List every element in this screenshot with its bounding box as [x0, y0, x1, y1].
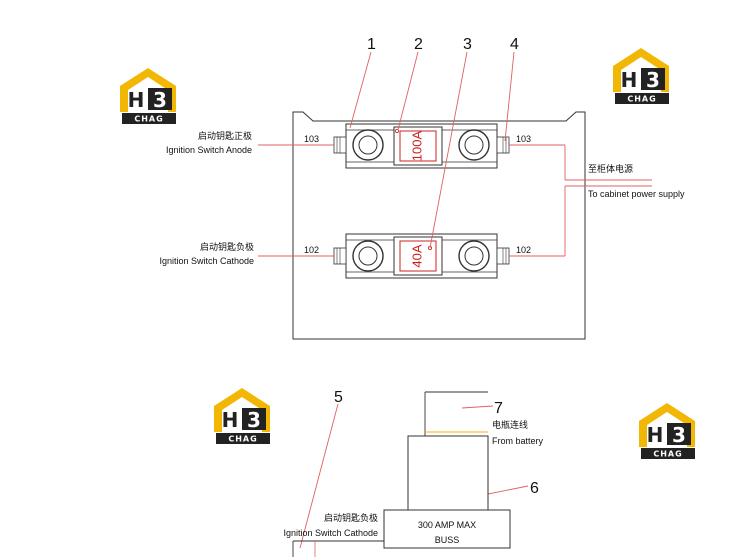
label-battery-cn: 电瓶连线 [492, 419, 528, 430]
logo-letter-3: 3 [672, 423, 686, 447]
callout-number: 5 [334, 389, 343, 406]
callout-number: 2 [414, 36, 423, 53]
wire-number: 102 [304, 245, 319, 255]
logo-wordmark: CHAG [228, 435, 257, 444]
fuse-holder-top: 100A [333, 123, 510, 169]
cathode-wire [292, 540, 384, 557]
logo-letter-3: 3 [153, 88, 167, 112]
logo-house-icon [613, 48, 669, 92]
label-battery-en: From battery [492, 436, 544, 446]
logo-wordmark-bar [641, 448, 695, 459]
callout-number: 6 [530, 480, 539, 497]
label-cabinet-cn: 至柜体电源 [588, 163, 633, 174]
logo-block [667, 423, 691, 445]
buss-label: BUSS [435, 535, 460, 545]
logo-letter-h: H [621, 68, 638, 92]
logo-wordmark-bar [216, 433, 270, 444]
label-cabinet-en: To cabinet power supply [588, 189, 685, 199]
label-cathode2-cn: 启动钥匙负极 [324, 512, 378, 523]
fuse-rating-bottom: 40A [409, 244, 424, 267]
wire-number: 103 [304, 134, 319, 144]
label-anode-en: Ignition Switch Anode [166, 145, 252, 155]
logo-letter-h: H [128, 88, 145, 112]
logo-house-icon [639, 403, 695, 447]
buss-block [383, 509, 511, 549]
logo-letter-3: 3 [646, 68, 660, 92]
callout-number: 3 [463, 36, 472, 53]
relay-body [407, 435, 489, 511]
callout-number: 7 [494, 400, 503, 417]
buss-rating: 300 AMP MAX [418, 520, 476, 530]
logo-house-icon [120, 68, 176, 112]
logo-letter-3: 3 [247, 408, 261, 432]
logo-wordmark: CHAG [627, 95, 656, 104]
battery-cable [424, 391, 488, 436]
wires [258, 51, 652, 549]
logo-wordmark: CHAG [653, 450, 682, 459]
logo-letter-h: H [222, 408, 239, 432]
label-cathode-cn: 启动钥匙负极 [200, 241, 254, 252]
callout-number: 1 [367, 36, 376, 53]
logo-wordmark-bar [122, 113, 176, 124]
callout-number: 4 [510, 36, 519, 53]
logo-block [148, 88, 172, 110]
fuse-panel-outline [292, 111, 586, 340]
logo-block [242, 408, 266, 430]
wire-number: 103 [516, 134, 531, 144]
logo-house-icon [214, 388, 270, 432]
wire-number: 102 [516, 245, 531, 255]
fuse-rating-top: 100A [409, 130, 424, 161]
logo-letter-h: H [647, 423, 664, 447]
label-cathode2-en: Ignition Switch Cathode [283, 528, 378, 538]
logo-wordmark-bar [615, 93, 669, 104]
logo-wordmark: CHAG [134, 115, 163, 124]
logo-block [641, 68, 665, 90]
label-anode-cn: 启动钥匙正极 [198, 130, 252, 141]
fuse-holder-bottom: 40A [333, 233, 510, 279]
label-cathode-en: Ignition Switch Cathode [159, 256, 254, 266]
